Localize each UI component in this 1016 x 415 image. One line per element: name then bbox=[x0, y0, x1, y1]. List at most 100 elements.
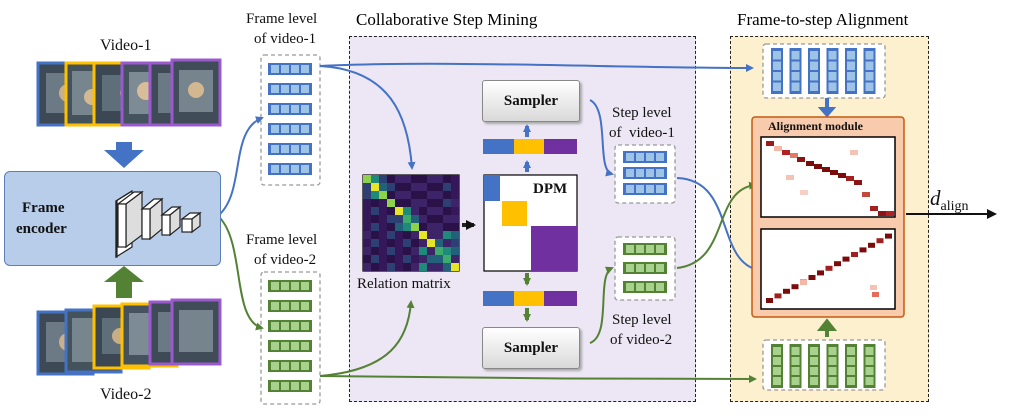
heat-cell bbox=[838, 173, 846, 178]
sampler-top-to-step-v1-arrow bbox=[589, 99, 614, 177]
heat-cell bbox=[859, 247, 867, 253]
relation-cell bbox=[387, 255, 395, 263]
relation-cell bbox=[435, 183, 443, 191]
relation-cell bbox=[387, 223, 395, 231]
relation-cell bbox=[395, 183, 403, 191]
relation-cell bbox=[379, 191, 387, 199]
relation-cell bbox=[403, 199, 411, 207]
relation-cell bbox=[371, 239, 379, 247]
relation-cell bbox=[435, 223, 443, 231]
relation-cell bbox=[395, 231, 403, 239]
relation-cell bbox=[427, 247, 435, 255]
relation-cell bbox=[419, 183, 427, 191]
heat-cell bbox=[854, 180, 862, 185]
relation-cell bbox=[379, 215, 387, 223]
relation-cell bbox=[363, 199, 371, 207]
relation-cell bbox=[427, 175, 435, 183]
video-1-label: Video-1 bbox=[100, 37, 152, 54]
relation-cell bbox=[395, 223, 403, 231]
step-level-v1-line1: Step level bbox=[612, 105, 672, 121]
step-feature-row bbox=[623, 243, 667, 255]
relation-cell bbox=[371, 231, 379, 239]
relation-cell bbox=[411, 255, 419, 263]
feature-row bbox=[268, 123, 312, 135]
relation-cell bbox=[371, 175, 379, 183]
step-level-video-1-features bbox=[623, 151, 667, 195]
relation-cell bbox=[395, 199, 403, 207]
relation-cell bbox=[379, 255, 387, 263]
relation-cell bbox=[371, 223, 379, 231]
encoder-label-line2: encoder bbox=[16, 221, 67, 237]
relation-cell bbox=[403, 263, 411, 271]
step-feature-row bbox=[623, 151, 667, 163]
relation-cell bbox=[435, 175, 443, 183]
heat-cell bbox=[870, 285, 877, 290]
relation-cell bbox=[435, 239, 443, 247]
feature-row bbox=[268, 280, 312, 292]
relation-cell bbox=[403, 255, 411, 263]
frame-to-step-alignment-title: Frame-to-step Alignment bbox=[737, 10, 909, 29]
relation-cell bbox=[379, 175, 387, 183]
feature-row bbox=[268, 63, 312, 75]
relation-cell bbox=[451, 231, 459, 239]
frame-v2-to-alignment-arrow bbox=[319, 374, 757, 383]
alignment-top-features bbox=[771, 48, 876, 94]
relation-cell bbox=[395, 175, 403, 183]
frame-level-v2-line1: Frame level bbox=[246, 232, 318, 248]
relation-cell bbox=[387, 231, 395, 239]
relation-cell bbox=[371, 191, 379, 199]
step-feature-row bbox=[623, 262, 667, 274]
heat-cell bbox=[830, 170, 838, 175]
frame-level-video-2-features bbox=[260, 271, 321, 405]
dpm-block bbox=[483, 174, 578, 272]
relation-cell bbox=[419, 215, 427, 223]
frame-level-video-1-features bbox=[260, 54, 321, 186]
video-1-frame-stack bbox=[36, 58, 222, 127]
dpm-segment-purple bbox=[531, 226, 577, 271]
relation-cell bbox=[419, 263, 427, 271]
video-2-label: Video-2 bbox=[100, 386, 152, 403]
encoder-network-icon bbox=[115, 189, 202, 259]
relation-cell bbox=[427, 207, 435, 215]
relation-cell bbox=[419, 239, 427, 247]
relation-cell bbox=[363, 223, 371, 231]
relation-cell bbox=[379, 239, 387, 247]
heat-cell bbox=[825, 265, 833, 271]
heat-cell bbox=[783, 288, 790, 294]
relation-cell bbox=[443, 231, 451, 239]
heat-cell bbox=[774, 146, 782, 151]
sampler-top: Sampler bbox=[482, 80, 580, 122]
relation-cell bbox=[411, 247, 419, 255]
relation-cell bbox=[451, 199, 459, 207]
relation-cell bbox=[411, 263, 419, 271]
relation-cell bbox=[387, 175, 395, 183]
sampler-bottom-to-step-v2-arrow bbox=[589, 266, 614, 344]
heat-cell bbox=[786, 175, 794, 180]
relation-cell bbox=[411, 223, 419, 231]
relation-cell bbox=[427, 199, 435, 207]
heat-cell bbox=[766, 298, 773, 303]
output-symbol: d bbox=[930, 186, 941, 210]
feature-row bbox=[268, 340, 312, 352]
relation-cell bbox=[363, 263, 371, 271]
encoder-to-frame-level-2-arrow bbox=[219, 217, 264, 331]
feature-row bbox=[268, 320, 312, 332]
heat-cell bbox=[822, 167, 830, 172]
relation-cell bbox=[419, 255, 427, 263]
step-feature-row bbox=[623, 281, 667, 293]
relation-matrix bbox=[362, 174, 460, 272]
heat-cell bbox=[834, 261, 841, 267]
relation-cell bbox=[427, 231, 435, 239]
relation-cell bbox=[443, 191, 451, 199]
relation-cell bbox=[435, 191, 443, 199]
frame-v2-to-relation-arrow bbox=[319, 300, 415, 377]
heat-cell bbox=[791, 284, 799, 290]
relation-cell bbox=[435, 255, 443, 263]
relation-cell bbox=[411, 231, 419, 239]
relation-cell bbox=[371, 255, 379, 263]
relation-cell bbox=[451, 239, 459, 247]
aligned-feature-column bbox=[771, 48, 783, 94]
output-distance-label: dalign bbox=[930, 186, 969, 215]
